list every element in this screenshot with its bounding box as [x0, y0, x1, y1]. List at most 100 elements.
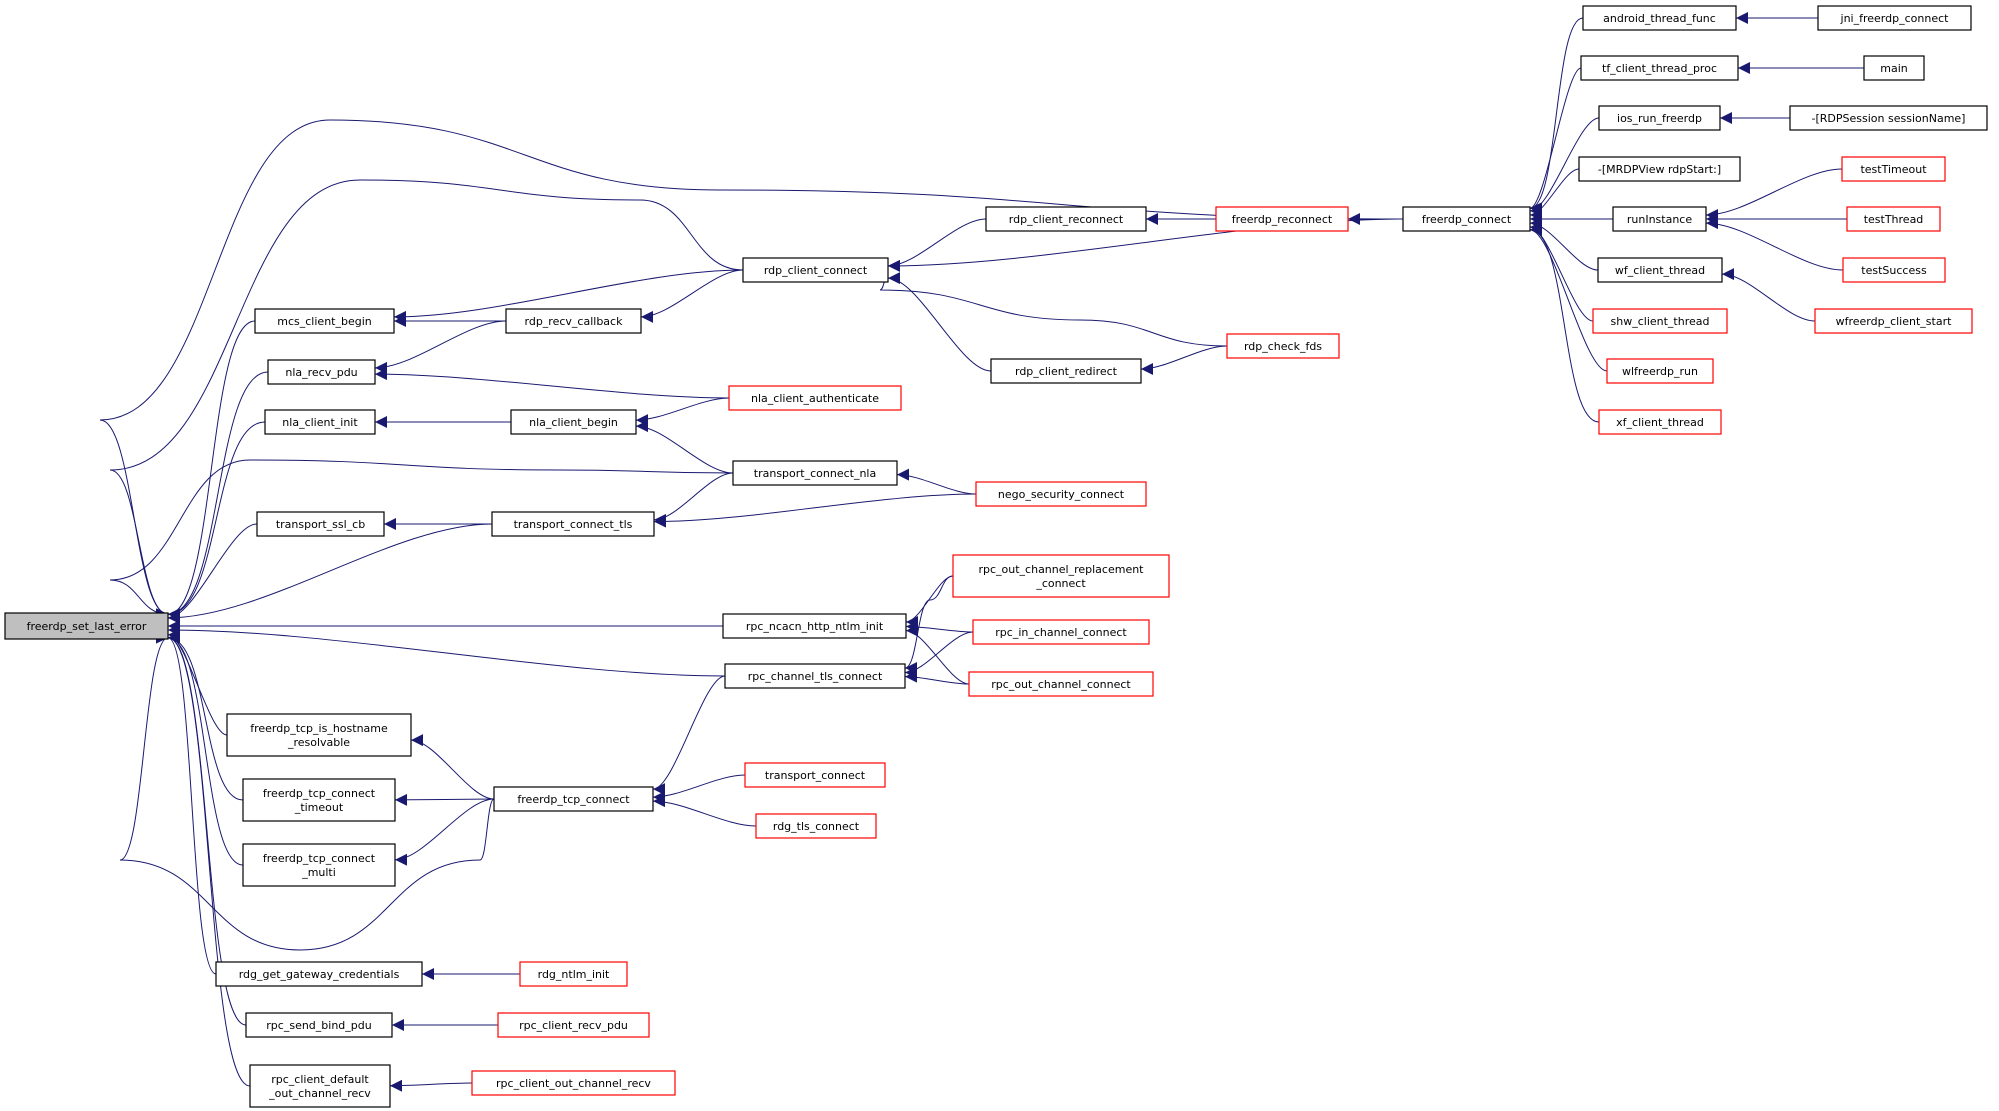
edge-rpc-channel-tls-connect-to-freerdp-set-last-error — [167, 624, 726, 677]
node-label: shw_client_thread — [1611, 315, 1710, 328]
node-label: -[RDPSession sessionName] — [1812, 112, 1966, 125]
node-box — [985, 206, 1147, 232]
node-transport-connect-tls[interactable]: transport_connect_tls — [491, 511, 655, 537]
node-box — [1789, 105, 1988, 131]
node-rpc-ncacn-http-ntlm-init[interactable]: rpc_ncacn_http_ntlm_init — [722, 613, 907, 639]
node-rpc-client-default-out-channel-recv[interactable]: rpc_client_default_out_channel_recv — [249, 1064, 391, 1108]
node-wf-client-thread[interactable]: wf_client_thread — [1597, 257, 1723, 283]
node-freerdp-tcp-connect-multi[interactable]: freerdp_tcp_connect_multi — [242, 843, 396, 887]
node-label: rpc_send_bind_pdu — [266, 1019, 371, 1032]
node-testSuccess[interactable]: testSuccess — [1842, 257, 1946, 283]
node-box — [1598, 105, 1721, 131]
nodes-layer: freerdp_set_last_error mcs_client_beginnl… — [4, 5, 1988, 1108]
node-xf-client-thread[interactable]: xf_client_thread — [1598, 409, 1722, 435]
node-box — [975, 481, 1147, 507]
node-label: rdp_client_connect — [764, 264, 868, 277]
node-rpc-out-channel-connect[interactable]: rpc_out_channel_connect — [968, 671, 1154, 697]
node-nla-client-begin[interactable]: nla_client_begin — [510, 409, 637, 435]
node-rdp-check-fds[interactable]: rdp_check_fds — [1226, 333, 1340, 359]
edge-rpc-client-out-channel-recv-to-rpc-client-default-out-channel-recv — [389, 1079, 473, 1092]
node-label: rpc_client_out_channel_recv — [496, 1077, 651, 1090]
node-box — [1863, 55, 1925, 81]
edge-rdg-get-gateway-credentials-to-freerdp-set-last-error — [167, 631, 217, 975]
node-ios-run-freerdp[interactable]: ios_run_freerdp — [1598, 105, 1721, 131]
node-label: nla_recv_pdu — [285, 366, 357, 379]
edge-freerdp-tcp-connect-to-freerdp-tcp-connect-timeout — [394, 793, 495, 806]
node-box — [245, 1012, 393, 1038]
node-box — [990, 358, 1142, 384]
node-mcs-client-begin[interactable]: mcs_client_begin — [254, 308, 395, 334]
node-freerdp-reconnect[interactable]: freerdp_reconnect — [1215, 206, 1349, 232]
node-box — [1841, 156, 1946, 182]
edge-rdp-client-reconnect-to-rdp-client-connect — [887, 218, 987, 272]
edge-freerdp-tcp-connect-to-freerdp-set-last-error — [119, 631, 495, 951]
node-box — [1226, 333, 1340, 359]
node-nla-recv-pdu[interactable]: nla_recv_pdu — [267, 359, 376, 385]
node-rdp-client-connect[interactable]: rdp_client_connect — [742, 257, 889, 283]
node-label: freerdp_reconnect — [1232, 213, 1333, 226]
node-box — [519, 961, 628, 987]
node-runInstance[interactable]: runInstance — [1612, 206, 1707, 232]
node-rdp-client-redirect[interactable]: rdp_client_redirect — [990, 358, 1142, 384]
node-rpc-in-channel-connect[interactable]: rpc_in_channel_connect — [972, 619, 1150, 645]
edge-transport-connect-nla-to-freerdp-set-last-error — [109, 459, 734, 621]
edge-android-thread-func-to-freerdp-connect — [1529, 17, 1584, 215]
node-label: testTimeout — [1860, 163, 1927, 176]
node-freerdp-set-last-error[interactable]: freerdp_set_last_error — [4, 612, 169, 640]
node-box — [497, 1012, 650, 1038]
node-testTimeout[interactable]: testTimeout — [1841, 156, 1946, 182]
node-label: runInstance — [1627, 213, 1692, 226]
edge-rdp-client-connect-to-mcs-client-begin — [393, 269, 744, 323]
node-freerdp-tcp-connect[interactable]: freerdp_tcp_connect — [493, 786, 654, 812]
node-shw-client-thread[interactable]: shw_client_thread — [1592, 308, 1728, 334]
node-label: freerdp_tcp_connect — [263, 787, 376, 800]
node-wfreerdp-client-start[interactable]: wfreerdp_client_start — [1814, 308, 1973, 334]
node-rpc-client-out-channel-recv[interactable]: rpc_client_out_channel_recv — [471, 1070, 676, 1096]
node-main[interactable]: main — [1863, 55, 1925, 81]
node-label: rdp_client_reconnect — [1009, 213, 1124, 226]
node-transport-ssl-cb[interactable]: transport_ssl_cb — [256, 511, 385, 537]
edges-layer — [99, 12, 1864, 1092]
node-rpc-out-channel-replacement-connect[interactable]: rpc_out_channel_replacement_connect — [952, 554, 1170, 598]
node-label: freerdp_tcp_is_hostname — [250, 722, 388, 735]
node-tf-client-thread-proc[interactable]: tf_client_thread_proc — [1580, 55, 1739, 81]
node-freerdp-connect[interactable]: freerdp_connect — [1402, 206, 1531, 232]
node-android-thread-func[interactable]: android_thread_func — [1582, 5, 1737, 31]
node-rpc-send-bind-pdu[interactable]: rpc_send_bind_pdu — [245, 1012, 393, 1038]
node-jni-freerdp-connect[interactable]: jni_freerdp_connect — [1817, 5, 1972, 31]
node-nla-client-init[interactable]: nla_client_init — [264, 409, 376, 435]
node-box — [728, 385, 902, 411]
node-box — [249, 1064, 391, 1108]
node-label: rpc_in_channel_connect — [995, 626, 1127, 639]
node-box — [226, 713, 412, 757]
edge-wfreerdp-client-start-to-wf-client-thread — [1721, 268, 1816, 322]
edge-xf-client-thread-to-freerdp-connect — [1529, 223, 1600, 423]
node-rdpsession-sessionname[interactable]: -[RDPSession sessionName] — [1789, 105, 1988, 131]
node-label: nla_client_init — [282, 416, 358, 429]
node-label: _connect — [1035, 577, 1086, 590]
node-box — [4, 612, 169, 640]
node-wlfreerdp-run[interactable]: wlfreerdp_run — [1606, 358, 1714, 384]
node-label: rdg_ntlm_init — [538, 968, 610, 981]
node-nego-security-connect[interactable]: nego_security_connect — [975, 481, 1147, 507]
edge-transport-connect-nla-to-nla-client-begin — [635, 420, 734, 474]
node-rdg-tls-connect[interactable]: rdg_tls_connect — [755, 813, 877, 839]
node-rdp-recv-callback[interactable]: rdp_recv_callback — [505, 308, 642, 334]
node-freerdp-tcp-is-hostname-resolvable[interactable]: freerdp_tcp_is_hostname_resolvable — [226, 713, 412, 757]
node-label: testSuccess — [1861, 264, 1927, 277]
node-nla-client-authenticate[interactable]: nla_client_authenticate — [728, 385, 902, 411]
edge-nla-client-authenticate-to-nla-client-begin — [635, 397, 730, 427]
node-box — [1814, 308, 1973, 334]
node-freerdp-tcp-connect-timeout[interactable]: freerdp_tcp_connect_timeout — [242, 778, 396, 822]
node-mrdpview-rdpstart[interactable]: -[MRDPView rdpStart:] — [1578, 156, 1741, 182]
node-box — [1580, 55, 1739, 81]
node-rdg-get-gateway-credentials[interactable]: rdg_get_gateway_credentials — [215, 961, 423, 987]
node-rdg-ntlm-init[interactable]: rdg_ntlm_init — [519, 961, 628, 987]
node-rdp-client-reconnect[interactable]: rdp_client_reconnect — [985, 206, 1147, 232]
node-rpc-channel-tls-connect[interactable]: rpc_channel_tls_connect — [724, 663, 906, 689]
node-rpc-client-recv-pdu[interactable]: rpc_client_recv_pdu — [497, 1012, 650, 1038]
node-label: jni_freerdp_connect — [1840, 12, 1950, 25]
node-transport-connect-nla[interactable]: transport_connect_nla — [732, 460, 898, 486]
node-testThread[interactable]: testThread — [1846, 206, 1941, 232]
node-transport-connect[interactable]: transport_connect — [744, 762, 886, 788]
